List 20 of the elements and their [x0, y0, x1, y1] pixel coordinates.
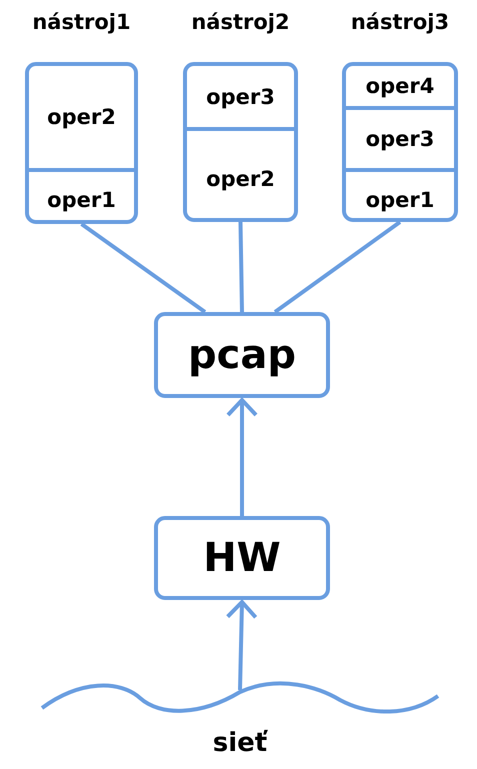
arrow [226, 398, 258, 516]
connector-line [274, 220, 402, 314]
network-label: sieť [212, 728, 269, 758]
process-box [154, 516, 330, 600]
tool-heading: nástroj1 [31, 10, 132, 34]
operation-label: oper2 [206, 167, 275, 191]
tool-heading: nástroj3 [350, 10, 450, 34]
operation-label: oper1 [47, 188, 116, 212]
connector-line [238, 222, 244, 312]
operation-label: oper2 [47, 105, 116, 129]
operation-label: oper4 [366, 74, 434, 98]
box-label: pcap [188, 332, 296, 378]
operation-label: oper3 [366, 127, 434, 151]
process-box [154, 312, 330, 398]
operation-label: oper3 [206, 84, 275, 108]
connector-line [80, 222, 206, 314]
tool-heading: nástroj2 [190, 10, 291, 34]
arrow [226, 600, 258, 690]
operation-label: oper1 [366, 188, 434, 212]
box-label: HW [203, 535, 281, 581]
